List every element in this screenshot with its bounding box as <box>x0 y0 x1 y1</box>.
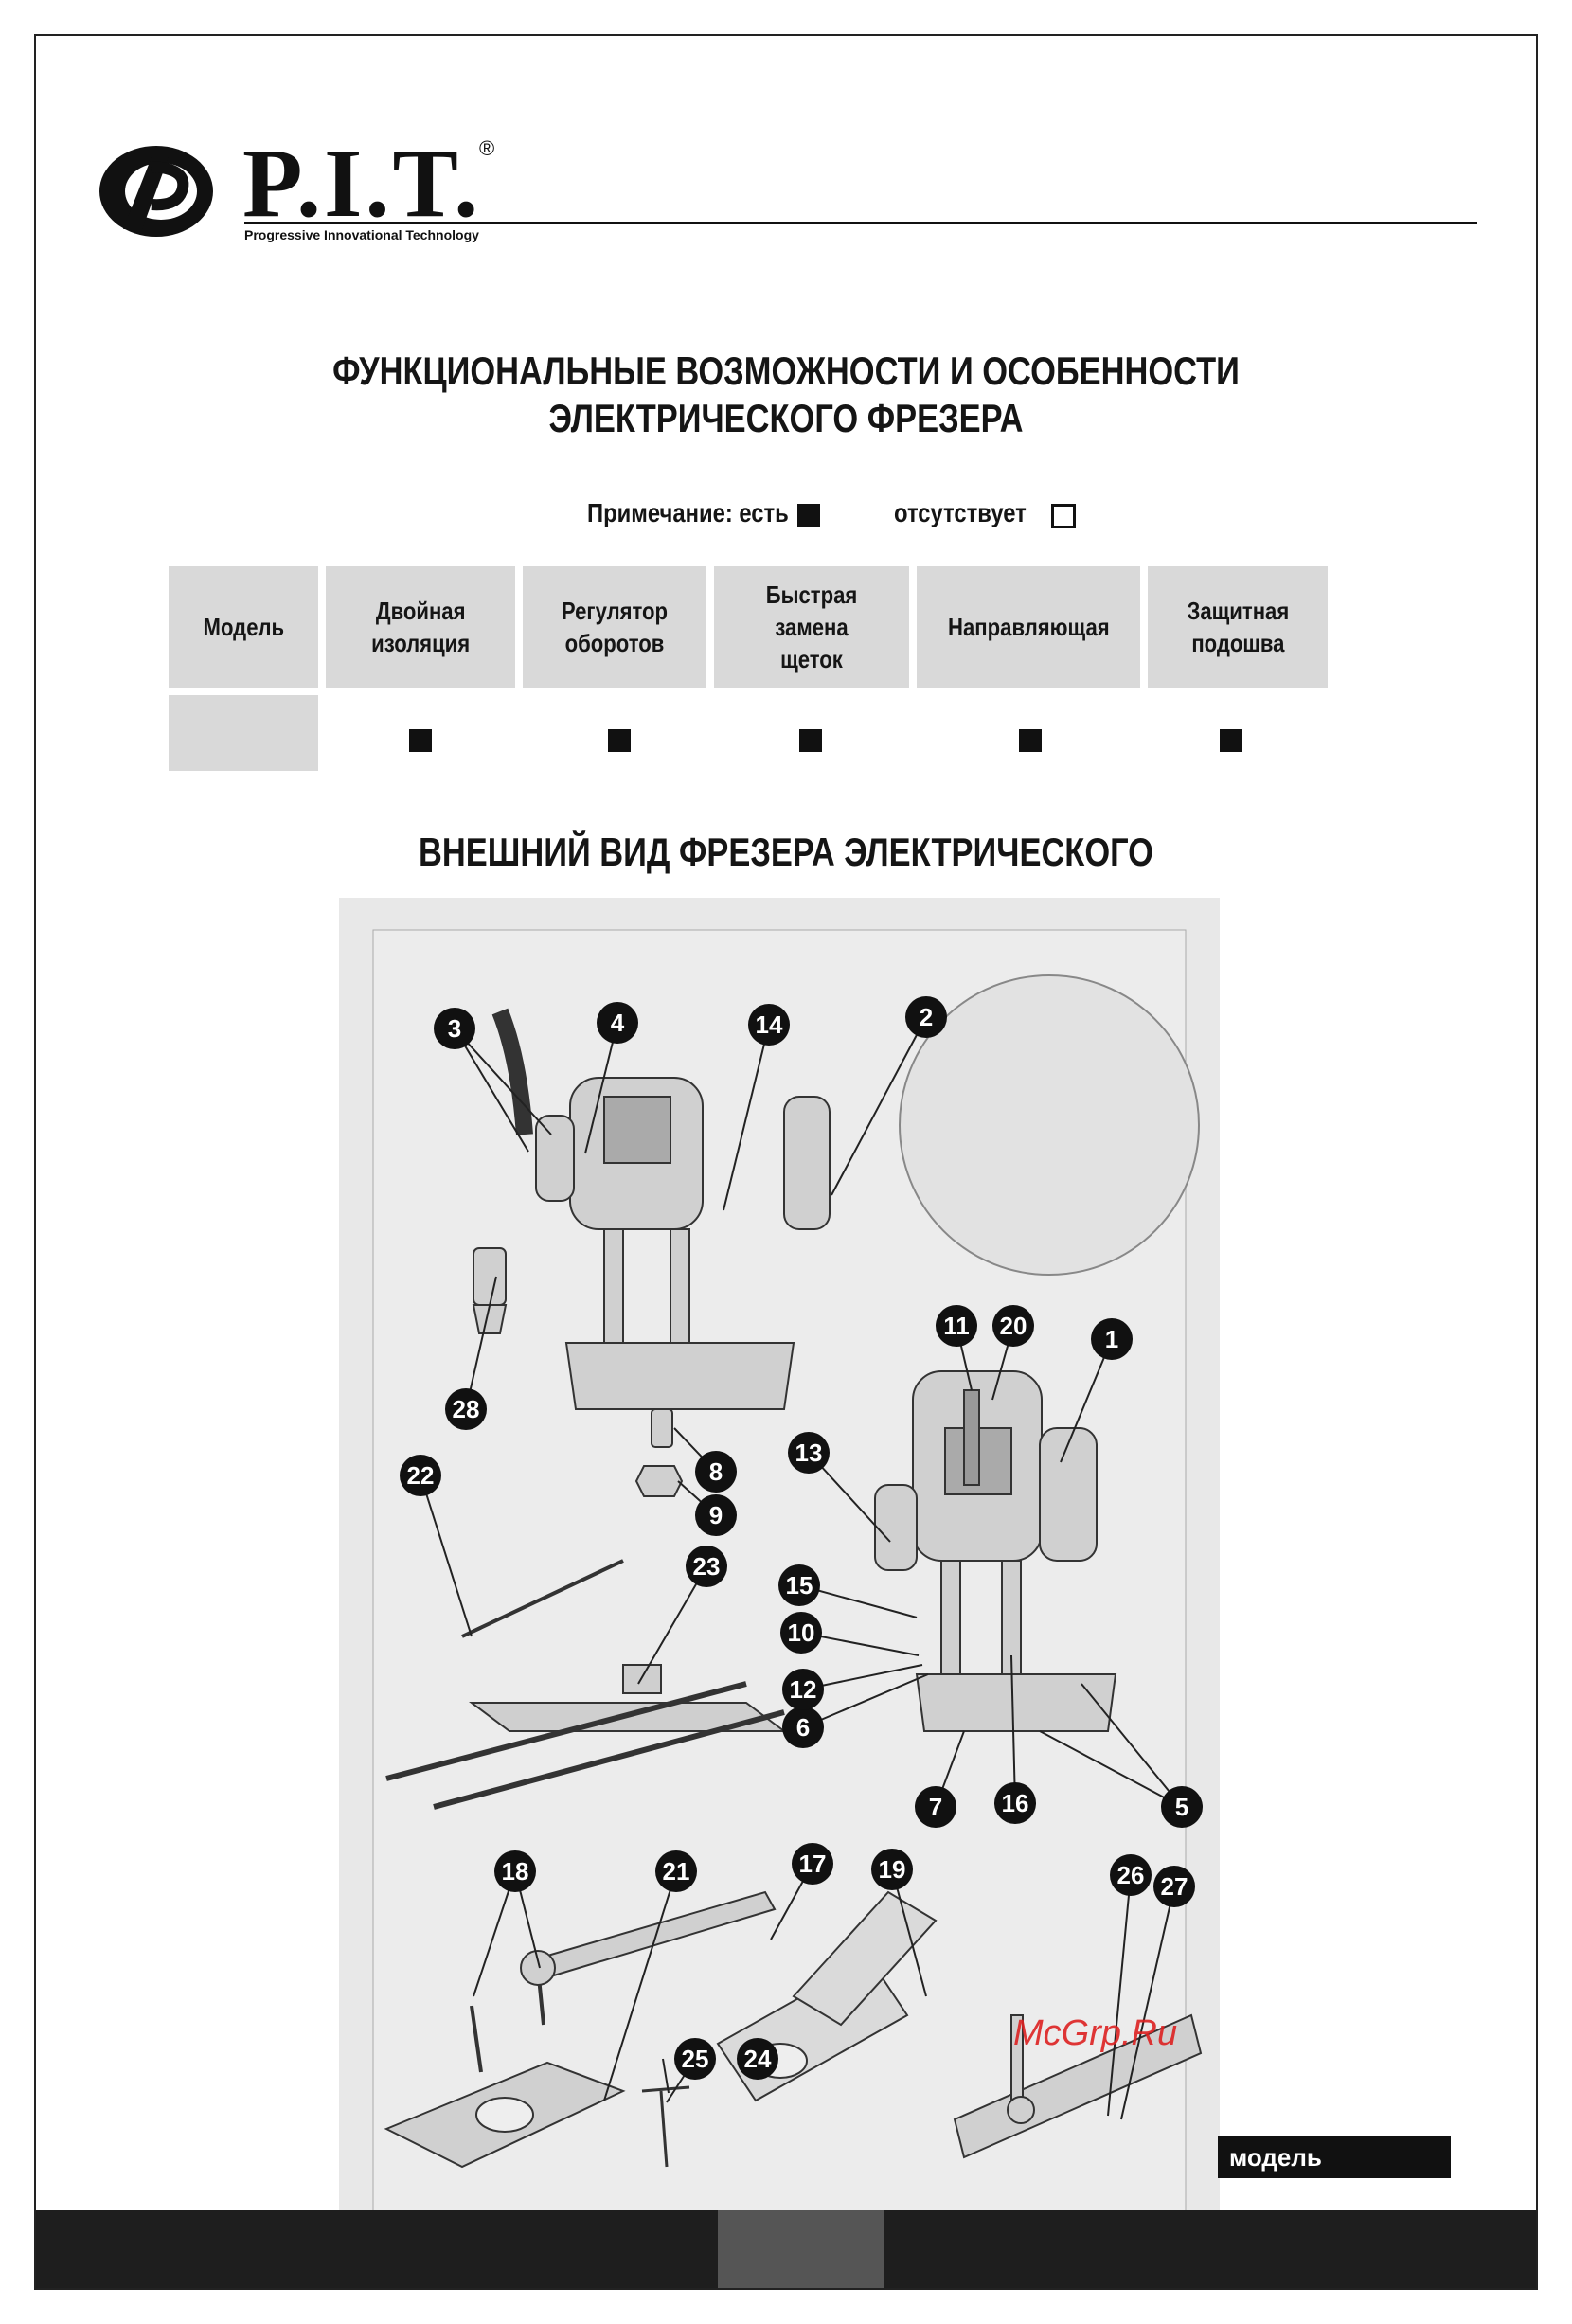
callout-number: 27 <box>1161 1872 1188 1901</box>
callout-number: 13 <box>795 1439 823 1467</box>
router-body-right <box>874 1370 1117 1732</box>
filled-square-icon <box>1019 729 1042 752</box>
model-label: модель <box>1218 2136 1451 2178</box>
callout-number: 4 <box>611 1009 625 1037</box>
callout-number: 26 <box>1117 1861 1145 1889</box>
filled-square-icon <box>409 729 432 752</box>
callout-number: 22 <box>407 1461 435 1490</box>
callout-9: 9 <box>695 1494 737 1536</box>
callout-7: 7 <box>915 1786 956 1828</box>
callout-number: 17 <box>799 1850 827 1878</box>
callout-number: 7 <box>929 1793 942 1821</box>
callout-number: 21 <box>663 1857 690 1886</box>
callout-6: 6 <box>782 1707 824 1748</box>
callout-11: 11 <box>936 1305 977 1347</box>
callout-number: 18 <box>502 1857 529 1886</box>
base-plate <box>384 2061 626 2169</box>
callout-21: 21 <box>655 1850 697 1892</box>
callout-5: 5 <box>1161 1786 1203 1828</box>
table-header-guide: Направляющая <box>917 566 1140 688</box>
callout-3: 3 <box>434 1008 475 1049</box>
section-title: ВНЕШНИЙ ВИД ФРЕЗЕРА ЭЛЕКТРИЧЕСКОГО <box>419 830 1153 874</box>
callout-number: 12 <box>790 1675 817 1704</box>
registered-mark: ® <box>479 136 495 160</box>
callout-number: 24 <box>744 2045 772 2073</box>
callout-17: 17 <box>792 1843 833 1885</box>
callout-28: 28 <box>445 1388 487 1430</box>
callout-number: 5 <box>1175 1793 1188 1821</box>
callout-leaders <box>420 1016 1183 2120</box>
callout-16: 16 <box>994 1782 1036 1824</box>
callout-27: 27 <box>1153 1866 1195 1907</box>
footer-page-box <box>718 2210 884 2288</box>
router-body-top <box>491 1008 831 1410</box>
callout-number: 2 <box>920 1003 933 1031</box>
callout-26: 26 <box>1110 1854 1152 1896</box>
callout-20: 20 <box>992 1305 1034 1347</box>
callout-number: 28 <box>453 1395 480 1423</box>
filled-square-icon <box>608 729 631 752</box>
callout-12: 12 <box>782 1669 824 1710</box>
page: P.I.T. ® Progressive Innovational Techno… <box>34 34 1538 2290</box>
callout-number: 11 <box>943 1312 970 1340</box>
collet <box>472 1247 508 1334</box>
table-cell-model <box>169 695 318 771</box>
empty-square-icon <box>1051 504 1076 528</box>
header-rule <box>244 222 1477 224</box>
callout-13: 13 <box>788 1432 830 1474</box>
footer-band <box>36 2210 1536 2288</box>
callout-23: 23 <box>686 1546 727 1587</box>
pit-logo-icon <box>99 146 213 237</box>
note-present-label: Примечание: есть <box>587 498 789 527</box>
callout-number: 9 <box>709 1501 723 1529</box>
table-header-model: Модель <box>169 566 318 688</box>
callout-25: 25 <box>674 2038 716 2080</box>
callout-19: 19 <box>871 1849 913 1890</box>
callout-22: 22 <box>400 1455 441 1496</box>
brand-tagline: Progressive Innovational Technology <box>244 227 479 242</box>
callout-number: 19 <box>879 1855 906 1884</box>
watermark-text: McGrp.Ru <box>1013 2013 1178 2053</box>
brand-name: P.I.T. <box>242 129 482 238</box>
callout-number: 1 <box>1105 1325 1118 1353</box>
callout-14: 14 <box>748 1004 790 1046</box>
wing-bolt <box>641 2085 690 2168</box>
callout-number: 20 <box>1000 1312 1027 1340</box>
router-diagram-svg: 1234567891011121314151617181920212223242… <box>372 929 1203 2220</box>
circle-guide <box>953 2013 1203 2159</box>
callout-number: 14 <box>756 1010 783 1039</box>
callout-number: 16 <box>1002 1789 1029 1817</box>
callout-1: 1 <box>1091 1318 1133 1360</box>
callout-number: 3 <box>448 1014 461 1043</box>
guide-rod <box>461 1559 624 1638</box>
callout-number: 25 <box>682 2045 709 2073</box>
callout-10: 10 <box>780 1612 822 1654</box>
callout-number: 8 <box>709 1457 723 1486</box>
filled-square-icon <box>799 729 822 752</box>
callout-4: 4 <box>597 1002 638 1044</box>
callout-number: 23 <box>693 1552 721 1581</box>
callout-number: 15 <box>786 1571 813 1600</box>
page-title-line2: ЭЛЕКТРИЧЕСКОГО ФРЕЗЕРА <box>548 396 1024 440</box>
note-absent-label: отсутствует <box>894 498 1027 527</box>
callout-number: 10 <box>788 1618 815 1647</box>
collet-nut <box>634 1408 684 1497</box>
filled-square-icon <box>797 504 820 527</box>
callout-18: 18 <box>494 1850 536 1892</box>
callout-15: 15 <box>778 1564 820 1606</box>
filled-square-icon <box>1220 729 1242 752</box>
callout-number: 6 <box>796 1713 810 1742</box>
callout-8: 8 <box>695 1451 737 1493</box>
callout-2: 2 <box>905 996 947 1038</box>
callout-24: 24 <box>737 2038 778 2080</box>
page-title-line1: ФУНКЦИОНАЛЬНЫЕ ВОЗМОЖНОСТИ И ОСОБЕННОСТИ <box>332 349 1240 393</box>
